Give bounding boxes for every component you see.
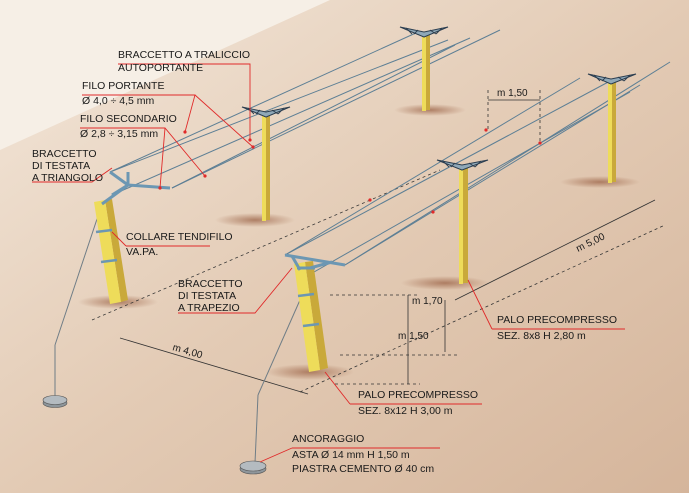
- pole-side: [463, 165, 468, 283]
- leader-dot: [203, 174, 207, 178]
- wire: [109, 39, 449, 173]
- label-large-pole-spec: SEZ. 8x12 H 3,00 m: [358, 405, 453, 417]
- shadow: [266, 364, 354, 380]
- leader: [194, 94, 254, 148]
- triangle-bracket: [101, 170, 171, 206]
- end-pole-trapezoid: [284, 253, 346, 372]
- wire: [109, 31, 419, 173]
- wire: [171, 44, 456, 189]
- dim-wire-spacing: m 1,50: [497, 88, 528, 99]
- label-carrier-wire: FILO PORTANTE: [82, 80, 164, 92]
- trapezoid-bracket: [284, 253, 346, 271]
- wire: [344, 84, 641, 266]
- pole-face: [459, 165, 463, 284]
- label-trapezoid-bracket: A TRAPEZIO: [178, 302, 240, 314]
- leader: [259, 447, 293, 463]
- pole-face: [608, 80, 612, 183]
- tensioner-collar: [95, 228, 118, 264]
- label-truss-bracket-sub: AUTOPORTANTE: [118, 62, 203, 74]
- label-triangle-bracket: BRACCETTO: [32, 148, 97, 160]
- anchor-plate: [42, 395, 68, 405]
- label-trapezoid-bracket: DI TESTATA: [178, 290, 236, 302]
- truss-bracket: [436, 159, 489, 171]
- leader: [32, 167, 113, 183]
- label-anchor-plate: PIASTRA CEMENTO Ø 40 cm: [292, 463, 434, 475]
- leader-dot: [251, 145, 255, 149]
- label-large-pole: PALO PRECOMPRESSO: [358, 389, 478, 401]
- anchor-cables: [54, 209, 301, 464]
- label-secondary-wire-size: Ø 2,8 ÷ 3,15 mm: [80, 128, 158, 140]
- leader-dot: [431, 210, 435, 214]
- tensioner-collar: [297, 292, 320, 328]
- pole-face: [262, 113, 266, 221]
- pole-side: [426, 33, 430, 110]
- anchor-cable: [257, 299, 301, 396]
- leader-dot: [183, 130, 187, 134]
- anchor-plate: [239, 460, 267, 472]
- label-collar: COLLARE TENDIFILO: [126, 231, 233, 243]
- pole-face: [94, 200, 121, 304]
- dimension-lines: [91, 90, 666, 395]
- truss-bracket: [399, 26, 449, 38]
- shadow: [560, 176, 640, 188]
- leader-lines: [32, 63, 625, 463]
- leader: [324, 371, 351, 405]
- label-triangle-bracket: DI TESTATA: [32, 160, 90, 172]
- leader: [178, 267, 293, 314]
- leader: [159, 127, 166, 189]
- dim-height-total: m 1,70: [412, 296, 443, 307]
- label-small-pole: PALO PRECOMPRESSO: [497, 314, 617, 326]
- label-trapezoid-bracket: BRACCETTO: [178, 278, 243, 290]
- pole-face: [294, 262, 320, 372]
- pole-face: [422, 33, 426, 111]
- pole-side: [305, 261, 328, 370]
- dim-line: [454, 199, 656, 301]
- shadow: [215, 213, 295, 227]
- wire: [111, 37, 471, 196]
- leader: [111, 231, 127, 247]
- small-poles: [262, 33, 616, 284]
- label-anchor-rod: ASTA Ø 14 mm H 1,50 m: [292, 449, 410, 461]
- label-secondary-wire: FILO SECONDARIO: [80, 113, 177, 125]
- truss-bracket: [587, 73, 637, 85]
- leader: [118, 63, 251, 140]
- dim-height-first: m 1,50: [398, 331, 429, 342]
- anchor-cable: [54, 209, 101, 346]
- leader-dot: [484, 128, 488, 132]
- end-pole-triangle: [94, 170, 171, 304]
- label-carrier-wire-size: Ø 4,0 ÷ 4,5 mm: [82, 95, 155, 107]
- dim-line: [119, 337, 309, 395]
- pole-side: [105, 199, 128, 302]
- label-triangle-bracket: A TRIANGOLO: [32, 172, 103, 184]
- wire: [171, 29, 501, 189]
- label-anchor: ANCORAGGIO: [292, 433, 364, 445]
- anchor-cable: [254, 394, 259, 464]
- label-small-pole-spec: SEZ. 8x8 H 2,80 m: [497, 330, 586, 342]
- truss-bracket: [241, 106, 291, 118]
- label-truss-bracket: BRACCETTO A TRALICCIO: [118, 49, 250, 61]
- leader-dot: [158, 186, 162, 190]
- pole-side: [612, 80, 616, 182]
- label-collar-brand: VA.PA.: [126, 246, 158, 258]
- leader-dot: [538, 141, 542, 145]
- labels: BRACCETTO A TRALICCIO AUTOPORTANTE FILO …: [32, 49, 617, 475]
- leader: [467, 279, 493, 330]
- leader-dots: [158, 128, 542, 214]
- truss-brackets: [241, 26, 637, 171]
- wire: [284, 79, 613, 256]
- leader-dot: [248, 138, 252, 142]
- anchor-plates: [42, 395, 267, 475]
- wire: [284, 77, 581, 256]
- pole-side: [266, 113, 270, 220]
- leader-dot: [368, 198, 372, 202]
- shadow: [401, 276, 489, 290]
- dim-line: [299, 224, 666, 393]
